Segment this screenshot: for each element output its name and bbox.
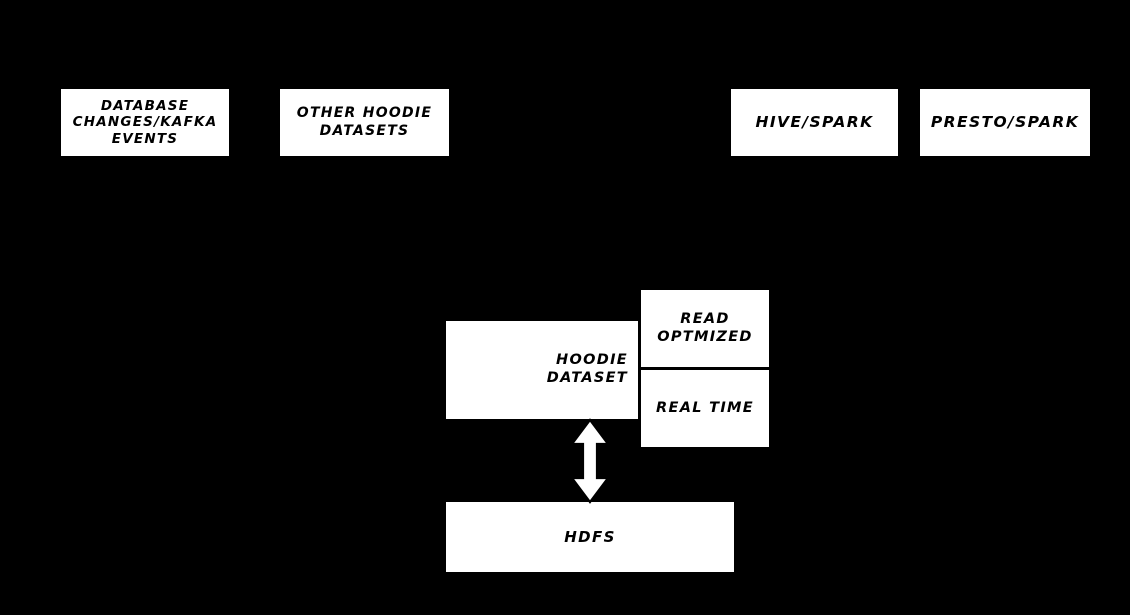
node-label-line: EVENTS (111, 130, 179, 147)
double-headed-vertical-arrow-icon (569, 418, 611, 504)
node-presto-spark[interactable]: PRESTO/SPARK (920, 89, 1090, 156)
node-database-changes-kafka-events[interactable]: DATABASE CHANGES/KAFKA EVENTS (61, 89, 229, 156)
node-label-line: DATASETS (319, 122, 410, 139)
node-label-line: HDFS (564, 527, 616, 546)
node-other-hoodie-datasets[interactable]: OTHER HOODIE DATASETS (280, 89, 449, 156)
node-label-line: HIVE/SPARK (755, 113, 874, 132)
node-hdfs[interactable]: HDFS (446, 502, 734, 572)
node-label-line: REAL TIME (656, 399, 754, 416)
node-real-time-view[interactable]: REAL TIME (641, 370, 769, 447)
node-label-line: PRESTO/SPARK (930, 113, 1080, 132)
node-label-line: DATASET (546, 370, 628, 386)
node-label-line: READ (680, 310, 730, 327)
node-label-line: OTHER HOODIE (296, 105, 433, 122)
node-read-optimized-view[interactable]: READ OPTMIZED (641, 290, 769, 370)
node-hive-spark[interactable]: HIVE/SPARK (731, 89, 898, 156)
node-label-line: OPTMIZED (657, 328, 753, 345)
node-label-line: DATABASE (100, 97, 190, 114)
node-label-line: HOODIE (556, 352, 628, 369)
node-label-line: CHANGES/KAFKA (72, 114, 218, 131)
node-hoodie-dataset[interactable]: HOODIE DATASET (446, 321, 638, 419)
